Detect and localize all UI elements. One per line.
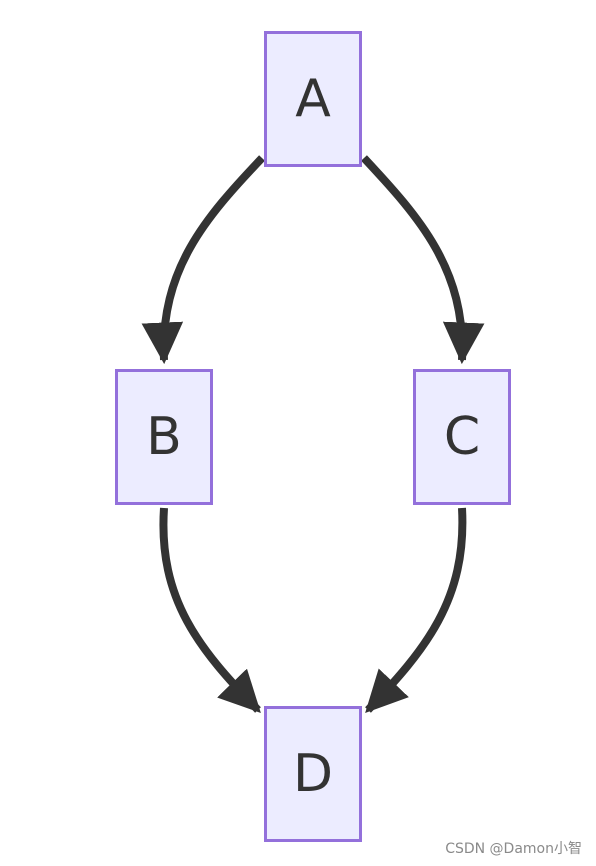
node-c: C — [413, 369, 511, 505]
edge-a-to-c — [361, 155, 485, 365]
edge-a-to-b — [141, 155, 265, 365]
node-b: B — [115, 369, 213, 505]
edge-b-to-d — [159, 507, 261, 713]
node-d-label: D — [292, 744, 334, 804]
node-b-label: B — [146, 407, 182, 467]
node-a: A — [264, 31, 362, 167]
watermark-text: CSDN @Damon小智 — [445, 841, 582, 857]
node-c-label: C — [443, 407, 481, 467]
node-d: D — [264, 706, 362, 842]
node-a-label: A — [295, 69, 331, 129]
edge-c-to-d — [365, 507, 467, 714]
